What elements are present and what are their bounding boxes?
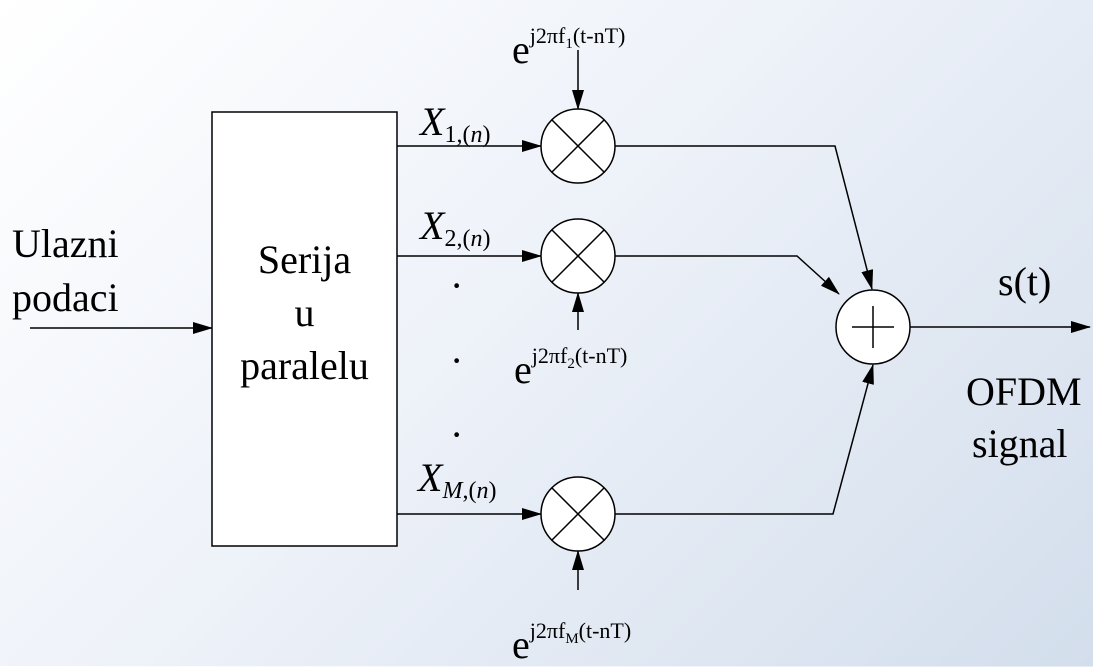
summer [835,289,911,365]
output-label-line1: OFDM [966,369,1082,414]
input-label-line2: podaci [12,275,119,320]
product-1-line [615,145,874,290]
branch-1-x-label: X1,(n) [420,99,491,148]
input-label-line1: Ulazni [12,221,119,266]
ellipsis-dot-1: · [450,263,464,308]
output-signal-label: s(t) [998,259,1052,304]
product-2-line [615,255,840,295]
multiplier-m [540,476,616,552]
branch-2-x-label: X2,(n) [420,203,491,252]
carrier-1-label: ej2πf1(t-nT) [512,23,626,72]
block-label-line2: u [294,290,315,335]
branch-m-x-label: XM,(n) [418,455,497,504]
ellipsis-dot-2: · [450,338,464,383]
multiplier-1 [540,108,616,184]
carrier-2-label: ej2πf2(t-nT) [514,343,628,392]
multiplier-2 [540,218,616,294]
output-label-line2: signal [972,421,1068,466]
ellipsis-dot-3: · [450,412,464,457]
block-label-line1: Serija [257,237,352,282]
serial-to-parallel-block [211,111,398,547]
product-m-line [615,364,874,515]
block-label-line3: paralelu [240,343,369,388]
carrier-m-label: ej2πfM(t-nT) [512,618,632,667]
